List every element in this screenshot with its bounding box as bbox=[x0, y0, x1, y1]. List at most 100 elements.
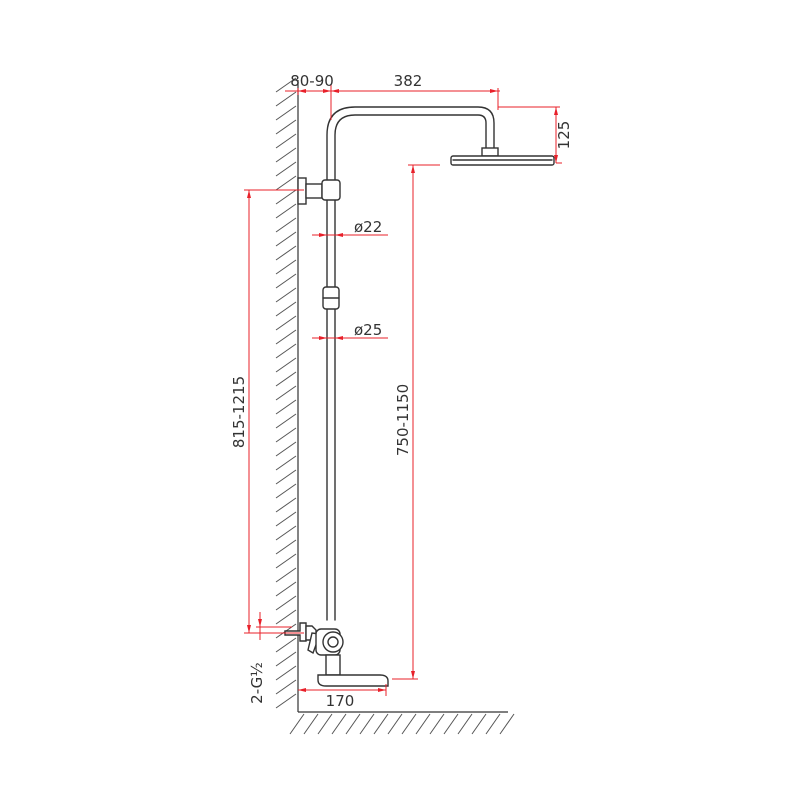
dim-label-head-height: 750-1150 bbox=[394, 384, 412, 456]
diverter-knob-inner bbox=[327, 636, 339, 648]
hatch-stroke bbox=[359, 713, 375, 735]
dim-label-mount-height: 815-1215 bbox=[230, 376, 248, 448]
bracket-arm bbox=[305, 183, 323, 199]
hatch-stroke bbox=[275, 343, 297, 359]
hatch-stroke bbox=[275, 413, 297, 429]
pipe-coupling bbox=[322, 286, 340, 310]
hatch-stroke bbox=[275, 609, 297, 625]
hatch-stroke bbox=[457, 713, 473, 735]
top-wall-bracket bbox=[297, 177, 341, 205]
arrow bbox=[319, 233, 327, 237]
diverter-knob bbox=[322, 631, 344, 653]
hatch-stroke bbox=[275, 287, 297, 303]
hatch-stroke bbox=[275, 665, 297, 681]
hatch-stroke bbox=[275, 77, 297, 93]
hatch-stroke bbox=[275, 231, 297, 247]
head-connector bbox=[481, 147, 499, 157]
hatch-stroke bbox=[317, 713, 333, 735]
arrow bbox=[411, 165, 415, 173]
hatch-stroke bbox=[275, 133, 297, 149]
hatch-stroke bbox=[275, 525, 297, 541]
hatch-stroke bbox=[275, 91, 297, 107]
hatch-stroke bbox=[289, 713, 305, 735]
riser-inner-outline bbox=[334, 114, 487, 621]
hatch-stroke bbox=[275, 553, 297, 569]
hatch-stroke bbox=[275, 175, 297, 191]
hatch-stroke bbox=[345, 713, 361, 735]
hatch-stroke bbox=[275, 259, 297, 275]
hatch-stroke bbox=[275, 581, 297, 597]
hatch-stroke bbox=[275, 245, 297, 261]
arrow bbox=[554, 107, 558, 115]
hatch-stroke bbox=[275, 161, 297, 177]
dim-inlet-thread: 2-G½ bbox=[248, 612, 292, 704]
hatch-stroke bbox=[443, 713, 459, 735]
hatch-stroke bbox=[275, 273, 297, 289]
wall-hatch-vertical bbox=[275, 77, 297, 709]
hatch-stroke bbox=[275, 329, 297, 345]
riser-outer-outline bbox=[326, 106, 495, 621]
dim-head-height: 750-1150 bbox=[392, 164, 440, 680]
hatch-stroke bbox=[485, 713, 501, 735]
hatch-stroke bbox=[275, 567, 297, 583]
dim-label-pipe-upper: ø22 bbox=[354, 218, 382, 236]
dim-mount-height: 815-1215 bbox=[230, 189, 304, 634]
dim-pipe-lower: ø25 bbox=[312, 321, 388, 340]
arrow bbox=[554, 155, 558, 163]
hatch-stroke bbox=[275, 679, 297, 695]
bracket-flange bbox=[297, 177, 307, 205]
arrow bbox=[331, 89, 339, 93]
hatch-stroke bbox=[275, 539, 297, 555]
hatch-stroke bbox=[275, 693, 297, 709]
arrow bbox=[490, 89, 498, 93]
hatch-stroke bbox=[275, 385, 297, 401]
hatch-stroke bbox=[275, 399, 297, 415]
spout-joint bbox=[325, 654, 341, 676]
rain-shower-head bbox=[450, 147, 555, 166]
hatch-stroke bbox=[275, 637, 297, 653]
dim-label-head-drop: 125 bbox=[555, 121, 573, 150]
hatch-stroke bbox=[387, 713, 403, 735]
hatch-stroke bbox=[275, 455, 297, 471]
hatch-stroke bbox=[275, 595, 297, 611]
hatch-stroke bbox=[499, 713, 515, 735]
dim-pipe-upper: ø22 bbox=[312, 218, 388, 237]
hatch-stroke bbox=[415, 713, 431, 735]
hatch-stroke bbox=[275, 301, 297, 317]
bath-spout bbox=[317, 674, 389, 687]
hatch-stroke bbox=[471, 713, 487, 735]
hatch-stroke bbox=[275, 315, 297, 331]
hatch-stroke bbox=[275, 105, 297, 121]
hatch-stroke bbox=[275, 357, 297, 373]
hatch-stroke bbox=[429, 713, 445, 735]
hatch-stroke bbox=[275, 189, 297, 205]
shower-column bbox=[284, 106, 555, 687]
arrow bbox=[411, 671, 415, 679]
arrow bbox=[298, 89, 306, 93]
hatch-stroke bbox=[373, 713, 389, 735]
arrow bbox=[247, 190, 251, 198]
arrow bbox=[298, 688, 306, 692]
wall-inlet-fitting bbox=[284, 622, 307, 642]
mixer-valve bbox=[284, 622, 389, 687]
hatch-stroke bbox=[275, 427, 297, 443]
hatch-stroke bbox=[275, 511, 297, 527]
hatch-stroke bbox=[275, 119, 297, 135]
hatch-stroke bbox=[275, 651, 297, 667]
hatch-stroke bbox=[303, 713, 319, 735]
hatch-stroke bbox=[401, 713, 417, 735]
arrow bbox=[247, 625, 251, 633]
arrow bbox=[323, 89, 331, 93]
dim-label-spout-projection: 170 bbox=[326, 692, 355, 710]
hatch-stroke bbox=[275, 469, 297, 485]
dim-top-horizontal: 80-90 382 bbox=[285, 72, 500, 120]
dim-spout-projection: 170 bbox=[298, 684, 387, 710]
dimension-annotations: 80-90 382 125 ø22 ø25 bbox=[230, 72, 573, 710]
dim-label-pipe-lower: ø25 bbox=[354, 321, 382, 339]
hatch-stroke bbox=[275, 203, 297, 219]
arrow bbox=[335, 336, 343, 340]
arrow bbox=[335, 233, 343, 237]
floor-hatch bbox=[289, 713, 515, 735]
hatch-stroke bbox=[275, 217, 297, 233]
